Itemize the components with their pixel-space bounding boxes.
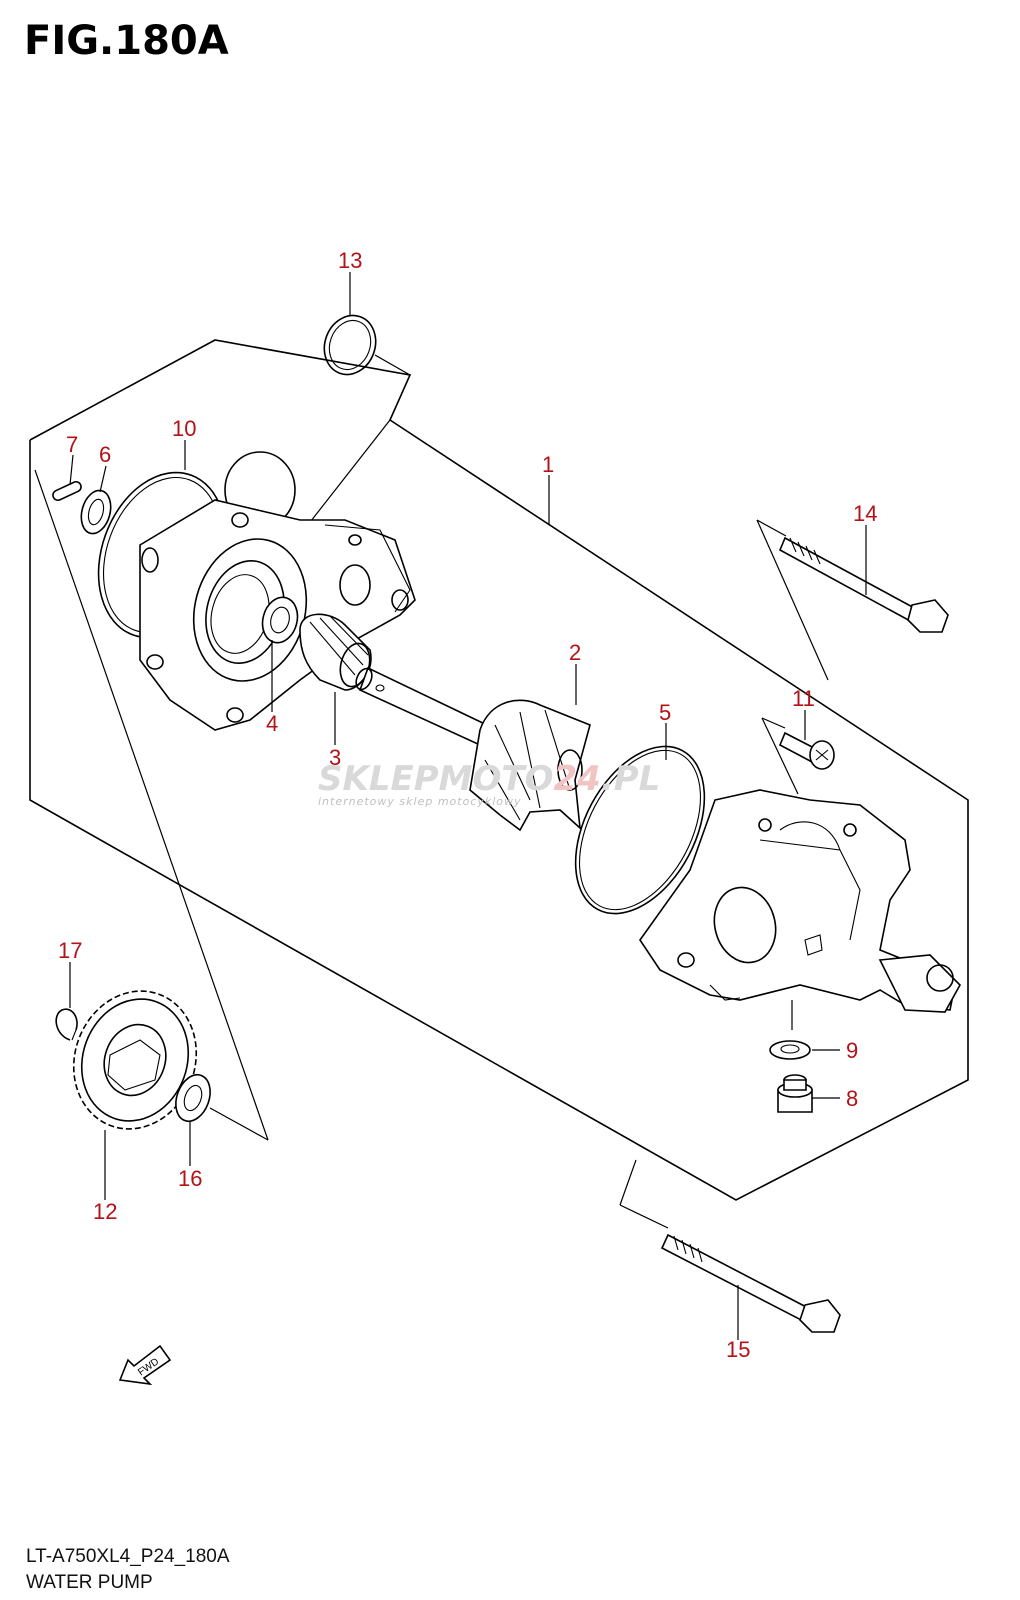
outline-leader-14 xyxy=(756,519,829,681)
part-14-bolt[interactable] xyxy=(778,536,949,633)
callout-8[interactable]: 8 xyxy=(846,1086,858,1111)
pump-case[interactable] xyxy=(639,789,961,1013)
outline-leader-15 xyxy=(619,1159,637,1206)
callout-3[interactable]: 3 xyxy=(329,745,341,770)
outline-leader-16 xyxy=(209,1107,269,1141)
part-8-drain-bolt[interactable] xyxy=(777,1074,813,1113)
callout-17[interactable]: 17 xyxy=(58,938,82,963)
callout-11[interactable]: 11 xyxy=(792,686,815,711)
part-5-o-ring[interactable] xyxy=(549,725,731,936)
callout-6[interactable]: 6 xyxy=(99,442,111,467)
callout-1[interactable]: 1 xyxy=(542,452,554,477)
part-13-o-ring-inner xyxy=(328,319,372,371)
part-4-oil-seal[interactable] xyxy=(258,593,303,646)
outline-leader-12 xyxy=(34,469,269,1141)
callout-5[interactable]: 5 xyxy=(659,700,671,725)
callout-numbers: 13 7 6 10 1 14 2 5 11 4 3 9 8 17 16 12 1… xyxy=(58,248,877,1362)
part-5-o-ring-inner xyxy=(578,749,702,911)
outline-leader-13b xyxy=(299,419,391,536)
callout-leaders xyxy=(69,272,867,1340)
figure-title: FIG.180A xyxy=(24,18,229,64)
callout-15[interactable]: 15 xyxy=(726,1337,750,1362)
callout-14[interactable]: 14 xyxy=(853,501,877,526)
svg-text:internetowy sklep motocyklowy: internetowy sklep motocyklowy xyxy=(318,795,522,808)
outline-leader-14b xyxy=(756,519,787,537)
part-13-o-ring[interactable] xyxy=(316,308,384,381)
part-9-washer[interactable] xyxy=(769,1040,811,1060)
callout-2[interactable]: 2 xyxy=(569,640,581,665)
part-15-bolt[interactable] xyxy=(660,1233,841,1333)
part-11-screw[interactable] xyxy=(778,731,835,770)
outline-leader-15b xyxy=(619,1204,669,1229)
watermark: SKLEPMOTO24.PL internetowy sklep motocyk… xyxy=(318,759,660,808)
part-7-pin[interactable] xyxy=(51,480,82,502)
callout-7[interactable]: 7 xyxy=(66,432,78,457)
part-6-washer[interactable] xyxy=(77,487,115,537)
callout-10[interactable]: 10 xyxy=(172,416,196,441)
callout-16[interactable]: 16 xyxy=(178,1166,202,1191)
figure-description: WATER PUMP xyxy=(26,1572,153,1593)
outline-leader-11 xyxy=(761,717,799,795)
fwd-arrow-icon: FWD xyxy=(118,1344,172,1386)
callout-13[interactable]: 13 xyxy=(338,248,362,273)
callout-9[interactable]: 9 xyxy=(846,1038,858,1063)
outline-leader-11b xyxy=(761,717,786,729)
svg-text:SKLEPMOTO24.PL: SKLEPMOTO24.PL xyxy=(318,759,660,799)
callout-12[interactable]: 12 xyxy=(93,1199,117,1224)
callout-4[interactable]: 4 xyxy=(266,711,278,736)
part-17-circlip[interactable] xyxy=(55,1008,78,1041)
model-code: LT-A750XL4_P24_180A xyxy=(26,1546,230,1567)
outline-leader-13 xyxy=(374,354,411,376)
part-2-impeller[interactable] xyxy=(469,699,591,832)
assembly-outline xyxy=(29,339,969,1201)
part-16-washer[interactable] xyxy=(170,1070,216,1126)
